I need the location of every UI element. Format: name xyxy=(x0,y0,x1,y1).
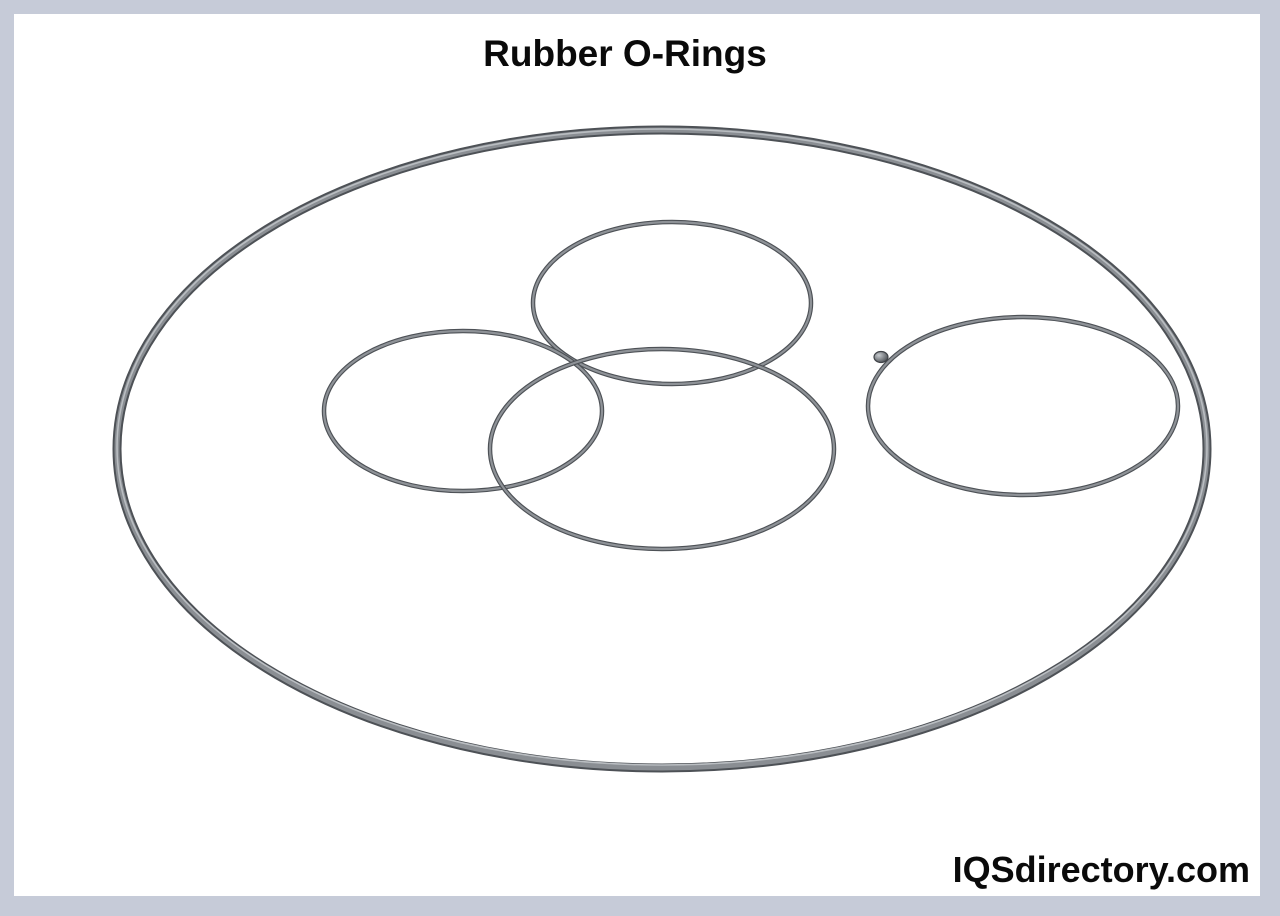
tiny-o-ring xyxy=(873,350,889,364)
brand-watermark: IQSdirectory.com xyxy=(952,849,1250,890)
large-outer-o-ring xyxy=(112,125,1212,773)
right-o-ring xyxy=(865,314,1181,498)
top-center-o-ring xyxy=(530,219,814,387)
left-o-ring xyxy=(321,328,605,494)
center-o-ring xyxy=(487,346,837,552)
diagram-title: Rubber O-Rings xyxy=(483,33,767,74)
